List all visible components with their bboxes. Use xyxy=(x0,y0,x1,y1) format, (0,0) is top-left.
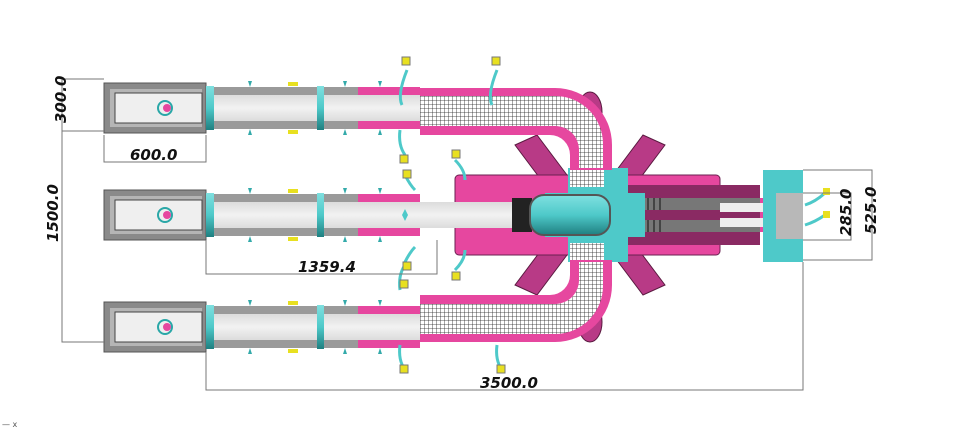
dim-entry-height: 300.0 xyxy=(52,76,70,123)
dim-line-exit-inner xyxy=(803,192,852,241)
dim-line-entry-width xyxy=(103,135,207,163)
dim-overall-length: 3500.0 xyxy=(480,374,538,392)
dim-lane-length: 1359.4 xyxy=(298,258,356,276)
middle-lane xyxy=(103,188,420,242)
dim-exit-inner: 285.0 xyxy=(837,189,855,236)
dim-line-overall-length xyxy=(205,262,804,391)
bottom-lane xyxy=(103,300,420,354)
blower-units xyxy=(399,56,506,374)
dim-exit-outer: 525.0 xyxy=(862,187,880,234)
top-lane xyxy=(103,81,420,135)
exit-platform xyxy=(720,170,830,262)
dim-line-lane-spacing xyxy=(61,131,104,343)
dim-line-entry-height xyxy=(61,78,104,132)
dim-line-exit-outer xyxy=(803,169,873,261)
corner-mark: — x xyxy=(2,420,18,429)
u-slides xyxy=(420,88,612,342)
central-structure xyxy=(402,165,760,265)
dim-lane-spacing: 1500.0 xyxy=(44,184,62,242)
dim-line-lane-length xyxy=(205,240,438,275)
dim-entry-width: 600.0 xyxy=(130,146,177,164)
